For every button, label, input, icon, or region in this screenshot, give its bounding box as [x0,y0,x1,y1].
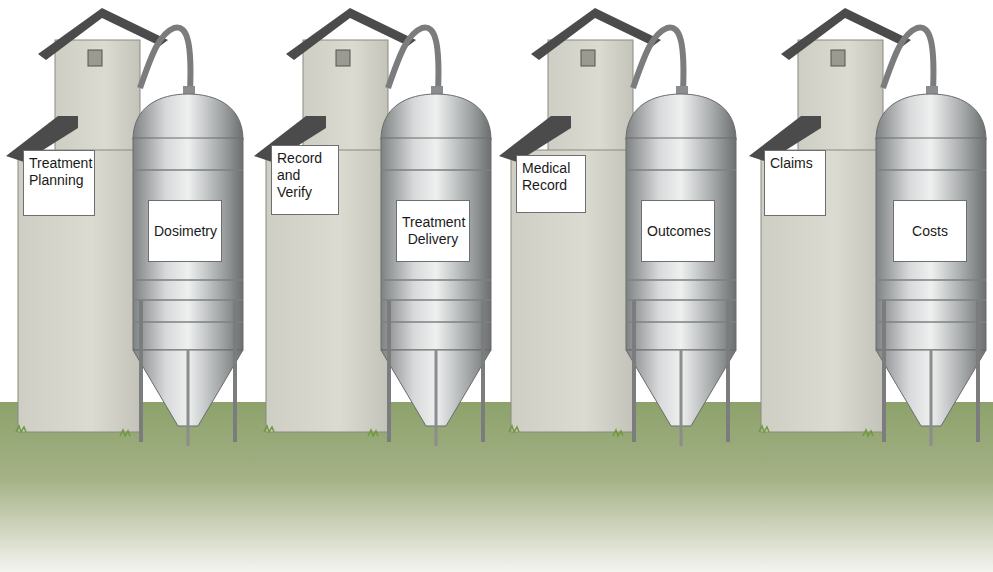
tank-sign: Costs [893,200,967,262]
tank-sign: Dosimetry [148,200,222,262]
sign-text: Medical Record [522,160,580,194]
sign-text: Record and Verify [277,150,333,201]
building-sign: Treatment Planning [23,150,95,216]
silo-unit [254,8,491,446]
sign-text: Costs [899,223,961,240]
sign-text: Dosimetry [154,223,216,240]
tank-sign: Outcomes [641,200,715,262]
sign-text: Treatment Planning [29,155,89,189]
building-sign: Record and Verify [271,145,339,215]
silo-unit [6,8,243,446]
building-sign: Claims [764,150,826,216]
sign-text: Treatment Delivery [402,214,464,248]
tank-sign: Treatment Delivery [396,200,470,262]
building-sign: Medical Record [516,155,586,213]
silo-unit [499,8,736,446]
silo-unit [749,8,986,446]
sign-text: Claims [770,155,820,172]
sign-text: Outcomes [647,223,709,240]
